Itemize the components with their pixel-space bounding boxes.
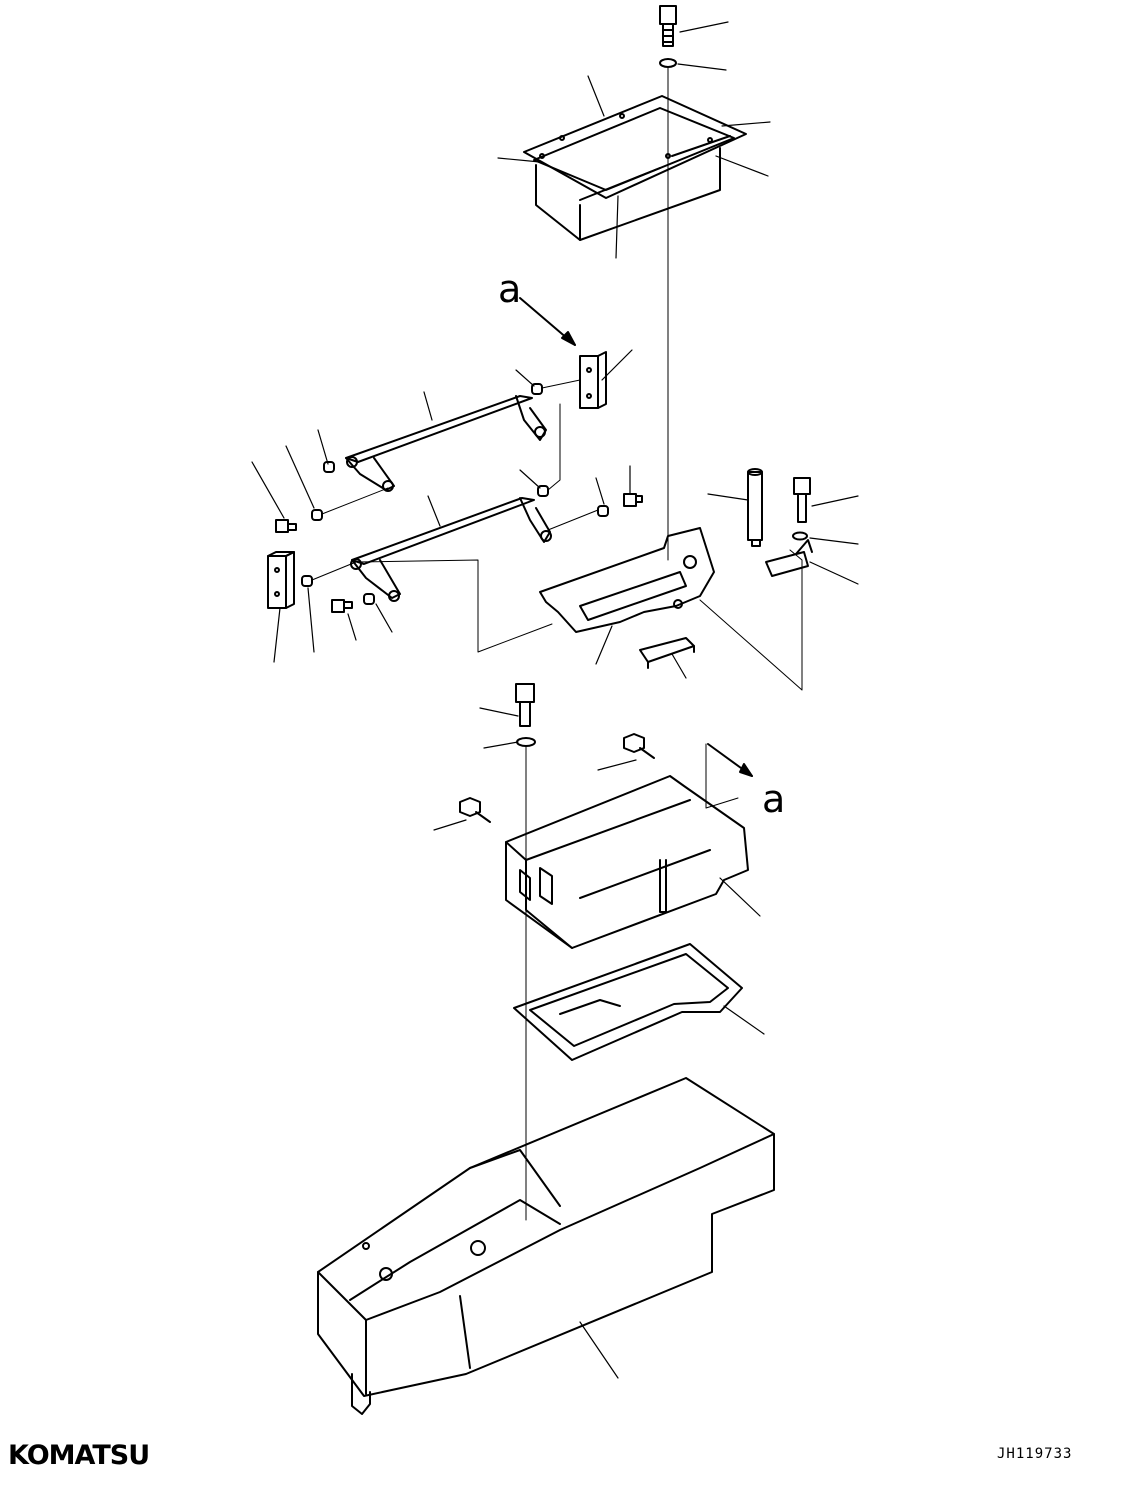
gasket-plate xyxy=(513,943,743,1061)
leader-lines-middle xyxy=(251,349,633,663)
assembly-lines-middle xyxy=(311,379,803,691)
plate-bracket xyxy=(639,637,695,669)
console-frame xyxy=(505,775,749,949)
right-washer xyxy=(792,531,808,541)
komatsu-logo: KOMATSU xyxy=(8,1440,150,1471)
lower-bolt xyxy=(515,683,535,727)
small-bolts xyxy=(275,493,643,613)
top-washer xyxy=(659,58,677,68)
mounting-plate xyxy=(539,527,715,633)
view-marker-target-label: a xyxy=(762,777,785,821)
left-block xyxy=(267,551,295,609)
flange-bolts xyxy=(459,733,655,823)
right-bracket xyxy=(765,539,813,577)
bushings xyxy=(301,383,609,605)
top-bolt xyxy=(659,5,677,47)
right-bolt xyxy=(793,477,811,523)
upper-block xyxy=(579,351,607,409)
leader-lines-top xyxy=(497,21,771,259)
upper-arm xyxy=(345,395,547,492)
drawing-number: JH119733 xyxy=(997,1446,1073,1462)
view-marker-label: a xyxy=(498,267,521,311)
console-base xyxy=(317,1077,775,1415)
lower-washer xyxy=(516,737,536,747)
leader-lines-right xyxy=(595,493,859,679)
tray-box xyxy=(523,95,747,241)
view-marker-target: a xyxy=(705,743,785,821)
lower-arm xyxy=(350,497,552,602)
right-pin xyxy=(747,468,763,547)
leader-lines-lower xyxy=(433,707,765,1379)
